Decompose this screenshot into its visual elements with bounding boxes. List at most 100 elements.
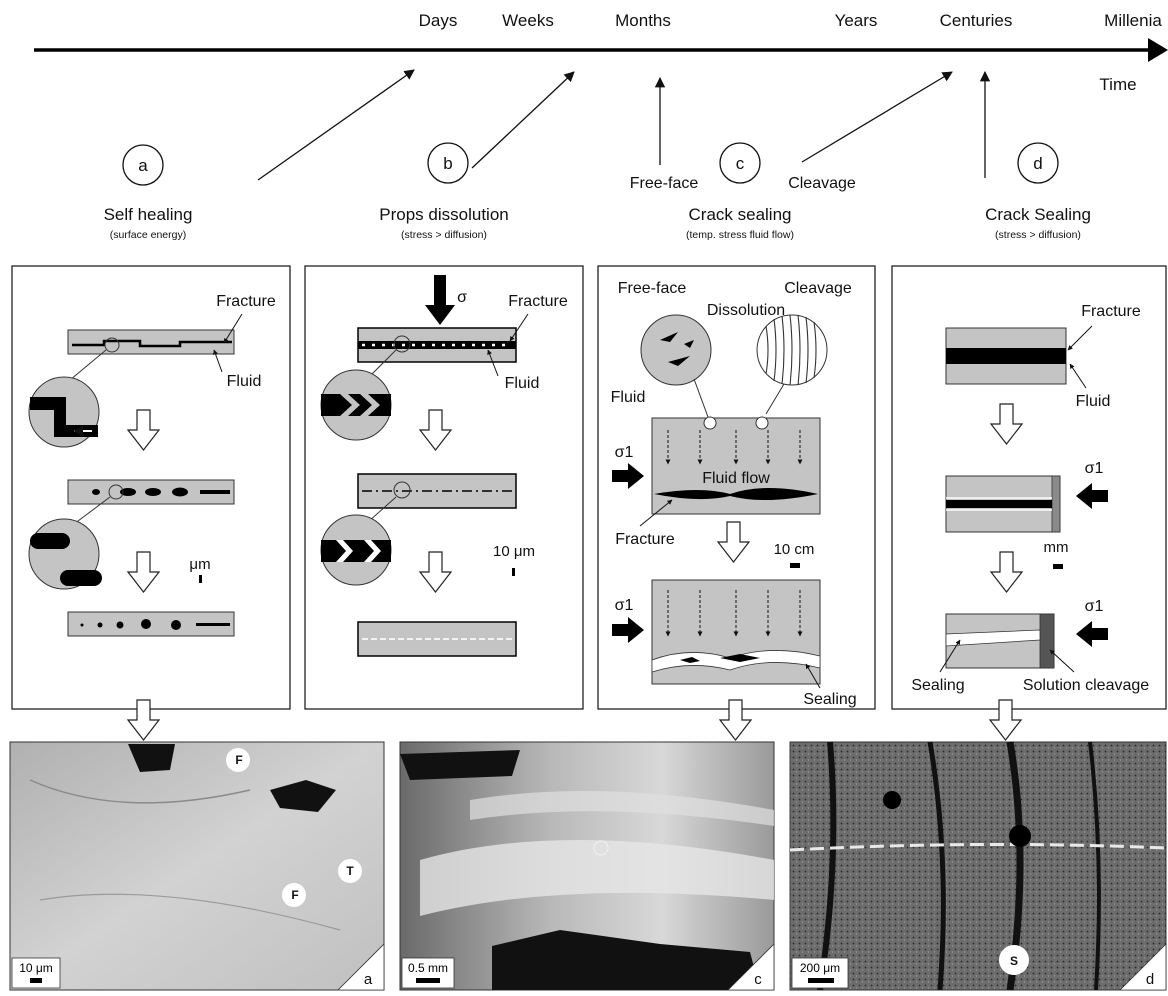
zoom-marker bbox=[393, 335, 411, 353]
cleavage-seam bbox=[1039, 613, 1055, 669]
time-axis-arrowhead bbox=[1148, 38, 1168, 62]
panel-b: σ Fracture Fluid 10 μm bbox=[304, 265, 584, 710]
fluid-inclusion bbox=[92, 489, 100, 495]
down-arrow bbox=[988, 699, 1023, 741]
mechanism-subtitle: (stress > diffusion) bbox=[401, 229, 487, 241]
photo-tag-circle bbox=[338, 859, 362, 883]
mechanism-letter: a bbox=[138, 156, 148, 175]
zoom-marker bbox=[104, 337, 120, 353]
fluid-lens bbox=[684, 340, 694, 348]
fracture-leader bbox=[1067, 325, 1093, 351]
tick-months: Months bbox=[615, 11, 671, 30]
mechanism-letter: b bbox=[443, 154, 452, 173]
sealed-vein bbox=[789, 842, 1167, 852]
zoom-marker bbox=[393, 481, 411, 499]
solution-cleavage-label: Solution cleavage bbox=[1023, 677, 1149, 694]
mechanism-title: Props dissolution bbox=[379, 205, 508, 224]
down-arrow bbox=[718, 699, 753, 741]
grain-boundary bbox=[29, 779, 251, 804]
mechanism-subtitle: (temp. stress fluid flow) bbox=[686, 229, 794, 241]
down-arrow bbox=[126, 551, 161, 593]
stress-arrow bbox=[1076, 621, 1108, 647]
scale-label: mm bbox=[1044, 539, 1069, 556]
stress-arrow bbox=[612, 463, 644, 489]
panel-a: Fracture Fluid μm bbox=[11, 265, 291, 710]
mechanism-subtitle: (surface energy) bbox=[110, 229, 186, 241]
cleavage-label: Cleavage bbox=[784, 280, 852, 297]
photo-tag: F bbox=[235, 753, 242, 767]
dark-vein bbox=[400, 750, 520, 780]
zoom-connector bbox=[693, 378, 709, 418]
mechanism-c-header: c Crack sealing (temp. stress fluid flow… bbox=[686, 142, 794, 241]
grain-boundary bbox=[39, 893, 341, 931]
fluid-flow-label: Fluid flow bbox=[702, 470, 770, 487]
fluid-inclusion bbox=[80, 623, 84, 627]
fluid-inclusion bbox=[196, 623, 230, 626]
mechanism-headers: a Self healing (surface energy) b Props … bbox=[104, 142, 1091, 241]
mechanism-title: Crack sealing bbox=[689, 205, 792, 224]
down-arrow bbox=[126, 699, 161, 741]
connector-label-cleavage: Cleavage bbox=[788, 175, 856, 192]
free-face-label: Free-face bbox=[618, 280, 687, 297]
mechanism-d-header: d Crack Sealing (stress > diffusion) bbox=[985, 142, 1091, 241]
fluid-inclusion bbox=[141, 619, 151, 629]
fracture-label: Fracture bbox=[508, 293, 568, 310]
scale-bar bbox=[199, 575, 202, 583]
sigma1-label: σ1 bbox=[1085, 598, 1104, 615]
fluid-inclusion bbox=[145, 488, 161, 496]
fracture-band bbox=[358, 341, 516, 349]
mechanism-letter-circle bbox=[427, 142, 469, 184]
scale-bar bbox=[512, 568, 515, 576]
zoom-circle-free-face bbox=[640, 314, 712, 386]
timeline-connectors: Free-face Cleavage bbox=[257, 69, 991, 192]
zoom-inclusion bbox=[30, 533, 70, 549]
corner-tab bbox=[1119, 943, 1167, 991]
fracture-lens bbox=[654, 488, 818, 501]
photo-c: 0.5 mm c bbox=[399, 741, 775, 991]
dissolution-label: Dissolution bbox=[707, 302, 785, 319]
scale-label: 0.5 mm bbox=[408, 961, 448, 975]
corner-tab bbox=[727, 943, 775, 991]
photo-tag-circle bbox=[282, 883, 306, 907]
scale-label: 10 μm bbox=[493, 543, 535, 560]
photo-a: F T F 10 μm a bbox=[9, 741, 385, 991]
scale-label: μm bbox=[189, 556, 210, 573]
down-arrow bbox=[716, 521, 751, 563]
fluid-flow-arrows bbox=[665, 590, 803, 637]
dark-grain bbox=[1009, 825, 1031, 847]
down-arrow bbox=[989, 551, 1024, 593]
connector-label-free-face: Free-face bbox=[630, 175, 699, 192]
connector-arrow-a bbox=[257, 69, 415, 181]
photo-tag: F bbox=[291, 888, 298, 902]
cleavage-lines bbox=[765, 314, 817, 386]
zoom-connector bbox=[69, 349, 107, 381]
sigma1-label: σ1 bbox=[1085, 460, 1104, 477]
tick-millenia: Millenia bbox=[1104, 11, 1162, 30]
mechanism-letter: d bbox=[1033, 154, 1042, 173]
zoom-prop bbox=[364, 540, 381, 562]
photo-tag-circle bbox=[226, 748, 250, 772]
fluid-inclusion bbox=[116, 621, 124, 629]
sigma1-label: σ1 bbox=[615, 444, 634, 461]
sealing-label: Sealing bbox=[911, 677, 964, 694]
scale-bar bbox=[416, 978, 440, 983]
corner-letter: a bbox=[364, 971, 373, 988]
photo-frame bbox=[9, 741, 385, 991]
connector-arrow-c-right bbox=[801, 71, 953, 163]
zoom-connector bbox=[73, 496, 111, 525]
fluid-label: Fluid bbox=[505, 375, 540, 392]
fracture-line bbox=[72, 339, 232, 348]
fracture-label: Fracture bbox=[216, 293, 276, 310]
fluid-leader bbox=[487, 349, 499, 377]
tick-days: Days bbox=[419, 11, 458, 30]
connector-arrow-b bbox=[471, 71, 575, 169]
zoom-marker bbox=[755, 416, 769, 430]
tick-weeks: Weeks bbox=[502, 11, 554, 30]
fracture-leader bbox=[223, 313, 243, 344]
tick-years: Years bbox=[835, 11, 878, 30]
mechanism-b-header: b Props dissolution (stress > diffusion) bbox=[379, 142, 509, 241]
fluid-lens bbox=[668, 356, 690, 366]
fracture-band bbox=[946, 348, 1066, 364]
fluid-label: Fluid bbox=[611, 389, 646, 406]
